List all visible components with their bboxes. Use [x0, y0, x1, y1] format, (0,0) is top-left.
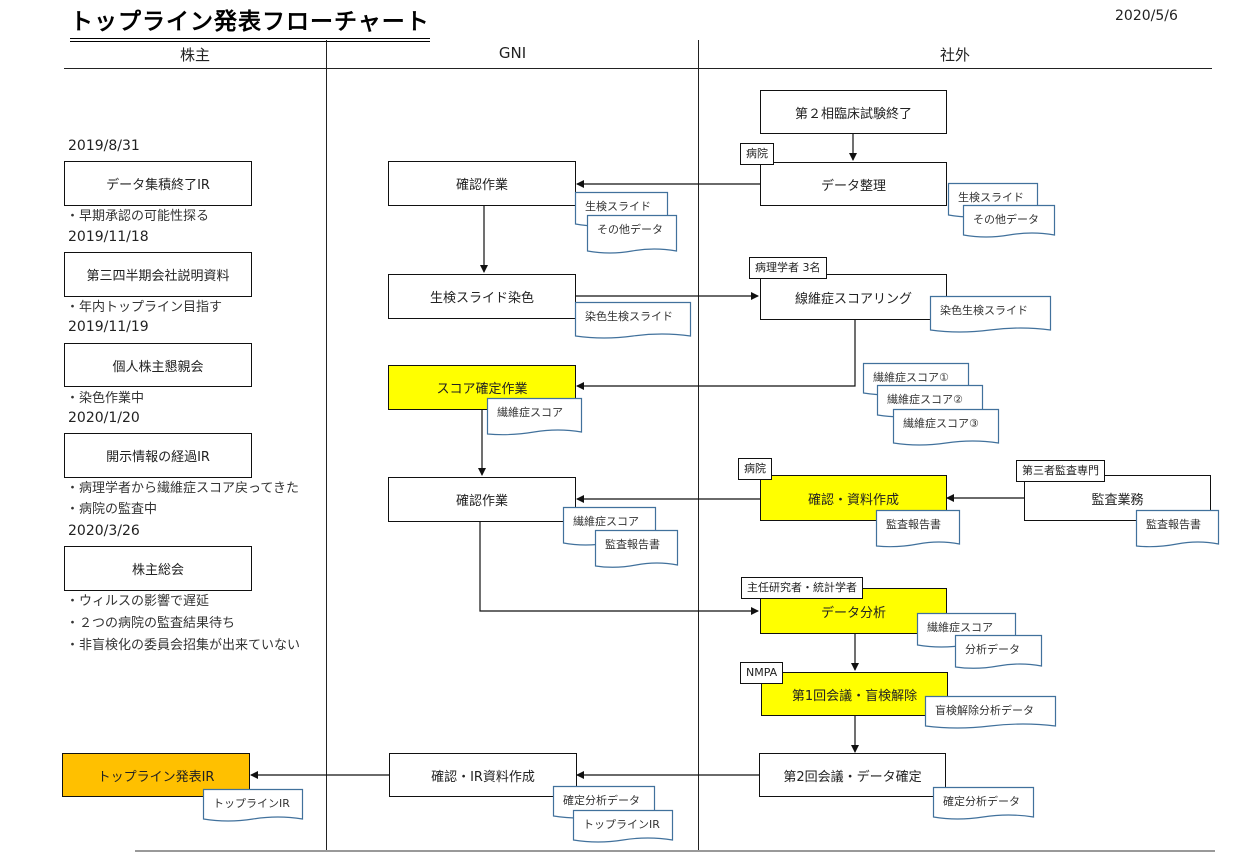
document-shape: 監査報告書 — [594, 529, 679, 570]
event-date: 2020/3/26 — [68, 523, 140, 539]
arrow-confirm2-to-analysis — [479, 522, 759, 615]
event-box: 開示情報の経過IR — [64, 433, 252, 478]
event-note: ・年内トップライン目指す — [66, 300, 223, 315]
event-box: 第三四半期会社説明資料 — [64, 252, 252, 297]
document-label: 繊維症スコア — [573, 515, 639, 528]
document-label: 確定分析データ — [563, 794, 640, 807]
header-divider — [64, 68, 1212, 69]
step-label: 確認・IR資料作成 — [431, 769, 535, 785]
document-label: 繊維症スコア — [497, 406, 563, 419]
event-note: ・病理学者から繊維症スコア戻ってきた — [66, 481, 299, 496]
step-phase2-end: 第２相臨床試験終了 — [760, 90, 947, 134]
event-note: ・非盲検化の委員会招集が出来ていない — [66, 638, 301, 653]
document-date: 2020/5/6 — [1115, 8, 1178, 24]
document-shape: その他データ — [962, 204, 1056, 239]
step-meeting-2-data-lock: 第2回会議・データ確定 — [759, 753, 946, 797]
document-label: 監査報告書 — [605, 538, 660, 551]
step-label: 確認作業 — [455, 178, 508, 193]
event-label: 個人株主懇親会 — [112, 359, 204, 375]
document-label: 繊維症スコア② — [887, 393, 963, 406]
step-meeting-1-unblinding: 第1回会議・盲検解除 — [761, 672, 948, 716]
bottom-rule — [135, 850, 1215, 852]
event-label: 開示情報の経過IR — [106, 450, 210, 465]
document-label: その他データ — [597, 223, 663, 236]
event-note: ・染色作業中 — [66, 391, 145, 406]
event-note: ・早期承認の可能性探る — [66, 209, 210, 224]
document-label: 染色生検スライド — [940, 304, 1028, 317]
document-label: 生検スライド — [585, 200, 651, 213]
actor-tag: 病院 — [740, 143, 774, 165]
lane-divider-1 — [326, 40, 327, 852]
event-label: データ集積終了IR — [106, 178, 210, 193]
step-ir-prep: 確認・IR資料作成 — [389, 753, 577, 797]
document-label: トップラインIR — [213, 797, 290, 810]
document-shape: その他データ — [586, 214, 678, 255]
event-date: 2019/11/19 — [68, 319, 149, 335]
event-date: 2019/8/31 — [68, 138, 140, 154]
event-note: ・病院の監査中 — [66, 502, 158, 517]
document-shape: 確定分析データ — [932, 786, 1035, 821]
document-label: 染色生検スライド — [585, 310, 673, 323]
document-label: 確定分析データ — [943, 795, 1020, 808]
lane-header-gni: GNI — [498, 44, 527, 62]
document-label: 盲検解除分析データ — [935, 704, 1034, 717]
step-label: スコア確定作業 — [436, 382, 528, 397]
actor-tag: 主任研究者・統計学者 — [741, 577, 863, 599]
document-label: 分析データ — [965, 643, 1020, 656]
step-data-organization: データ整理 — [760, 162, 947, 206]
step-label: 第2回会議・データ確定 — [783, 769, 922, 785]
event-box: データ集積終了IR — [64, 161, 252, 206]
document-label: 生検スライド — [958, 191, 1024, 204]
document-label: トップラインIR — [583, 818, 660, 831]
page-title: トップライン発表フローチャート — [70, 2, 430, 42]
document-label: 繊維症スコア③ — [903, 417, 979, 430]
step-label: データ分析 — [820, 605, 886, 621]
document-shape: 分析データ — [954, 634, 1043, 671]
step-label: 確認作業 — [455, 494, 508, 509]
document-shape: 盲検解除分析データ — [924, 695, 1057, 730]
document-shape: トップラインIR — [202, 788, 304, 823]
step-label: データ整理 — [820, 178, 886, 194]
step-label: 生検スライド染色 — [429, 291, 534, 306]
actor-tag: NMPA — [740, 662, 784, 684]
document-shape: 監査報告書 — [875, 509, 961, 550]
event-date: 2019/11/18 — [68, 229, 149, 245]
lane-header-shareholders: 株主 — [179, 46, 210, 64]
lane-divider-2 — [698, 40, 699, 852]
document-shape: 繊維症スコア — [486, 397, 583, 438]
step-label: 確認・資料作成 — [807, 492, 899, 508]
event-note: ・２つの病院の監査結果待ち — [66, 616, 236, 631]
document-shape: 染色生検スライド — [574, 301, 692, 340]
document-label: 監査報告書 — [886, 518, 941, 531]
step-confirm-2: 確認作業 — [388, 477, 576, 522]
document-shape: 繊維症スコア③ — [892, 408, 1000, 447]
event-box: 株主総会 — [64, 546, 252, 591]
final-label: トップライン発表IR — [97, 769, 215, 785]
step-label: 第1回会議・盲検解除 — [791, 688, 918, 704]
step-confirm-1: 確認作業 — [388, 161, 576, 206]
step-label: 監査業務 — [1091, 492, 1144, 508]
step-label: 線維症スコアリング — [794, 291, 912, 307]
document-shape: トップラインIR — [572, 809, 674, 844]
document-shape: 染色生検スライド — [929, 295, 1052, 334]
lane-header-external: 社外 — [939, 46, 970, 64]
step-slide-staining: 生検スライド染色 — [388, 274, 576, 319]
event-label: 第三四半期会社説明資料 — [86, 269, 230, 284]
document-label: その他データ — [973, 213, 1039, 226]
step-fibrosis-scoring: 線維症スコアリング — [760, 274, 947, 320]
document-label: 繊維症スコア — [927, 621, 993, 634]
actor-tag: 病院 — [738, 458, 772, 480]
step-label: 第２相臨床試験終了 — [794, 106, 912, 122]
arrow-scoring-to-scorefix — [576, 320, 856, 390]
event-label: 株主総会 — [131, 563, 184, 578]
document-label: 監査報告書 — [1146, 518, 1201, 531]
event-date: 2020/1/20 — [68, 410, 140, 426]
actor-tag: 病理学者 3名 — [749, 257, 827, 279]
actor-tag: 第三者監査専門 — [1016, 460, 1105, 482]
document-label: 繊維症スコア① — [873, 371, 949, 384]
document-shape: 監査報告書 — [1135, 509, 1220, 550]
event-box: 個人株主懇親会 — [64, 343, 252, 387]
event-note: ・ウィルスの影響で遅延 — [66, 594, 210, 609]
